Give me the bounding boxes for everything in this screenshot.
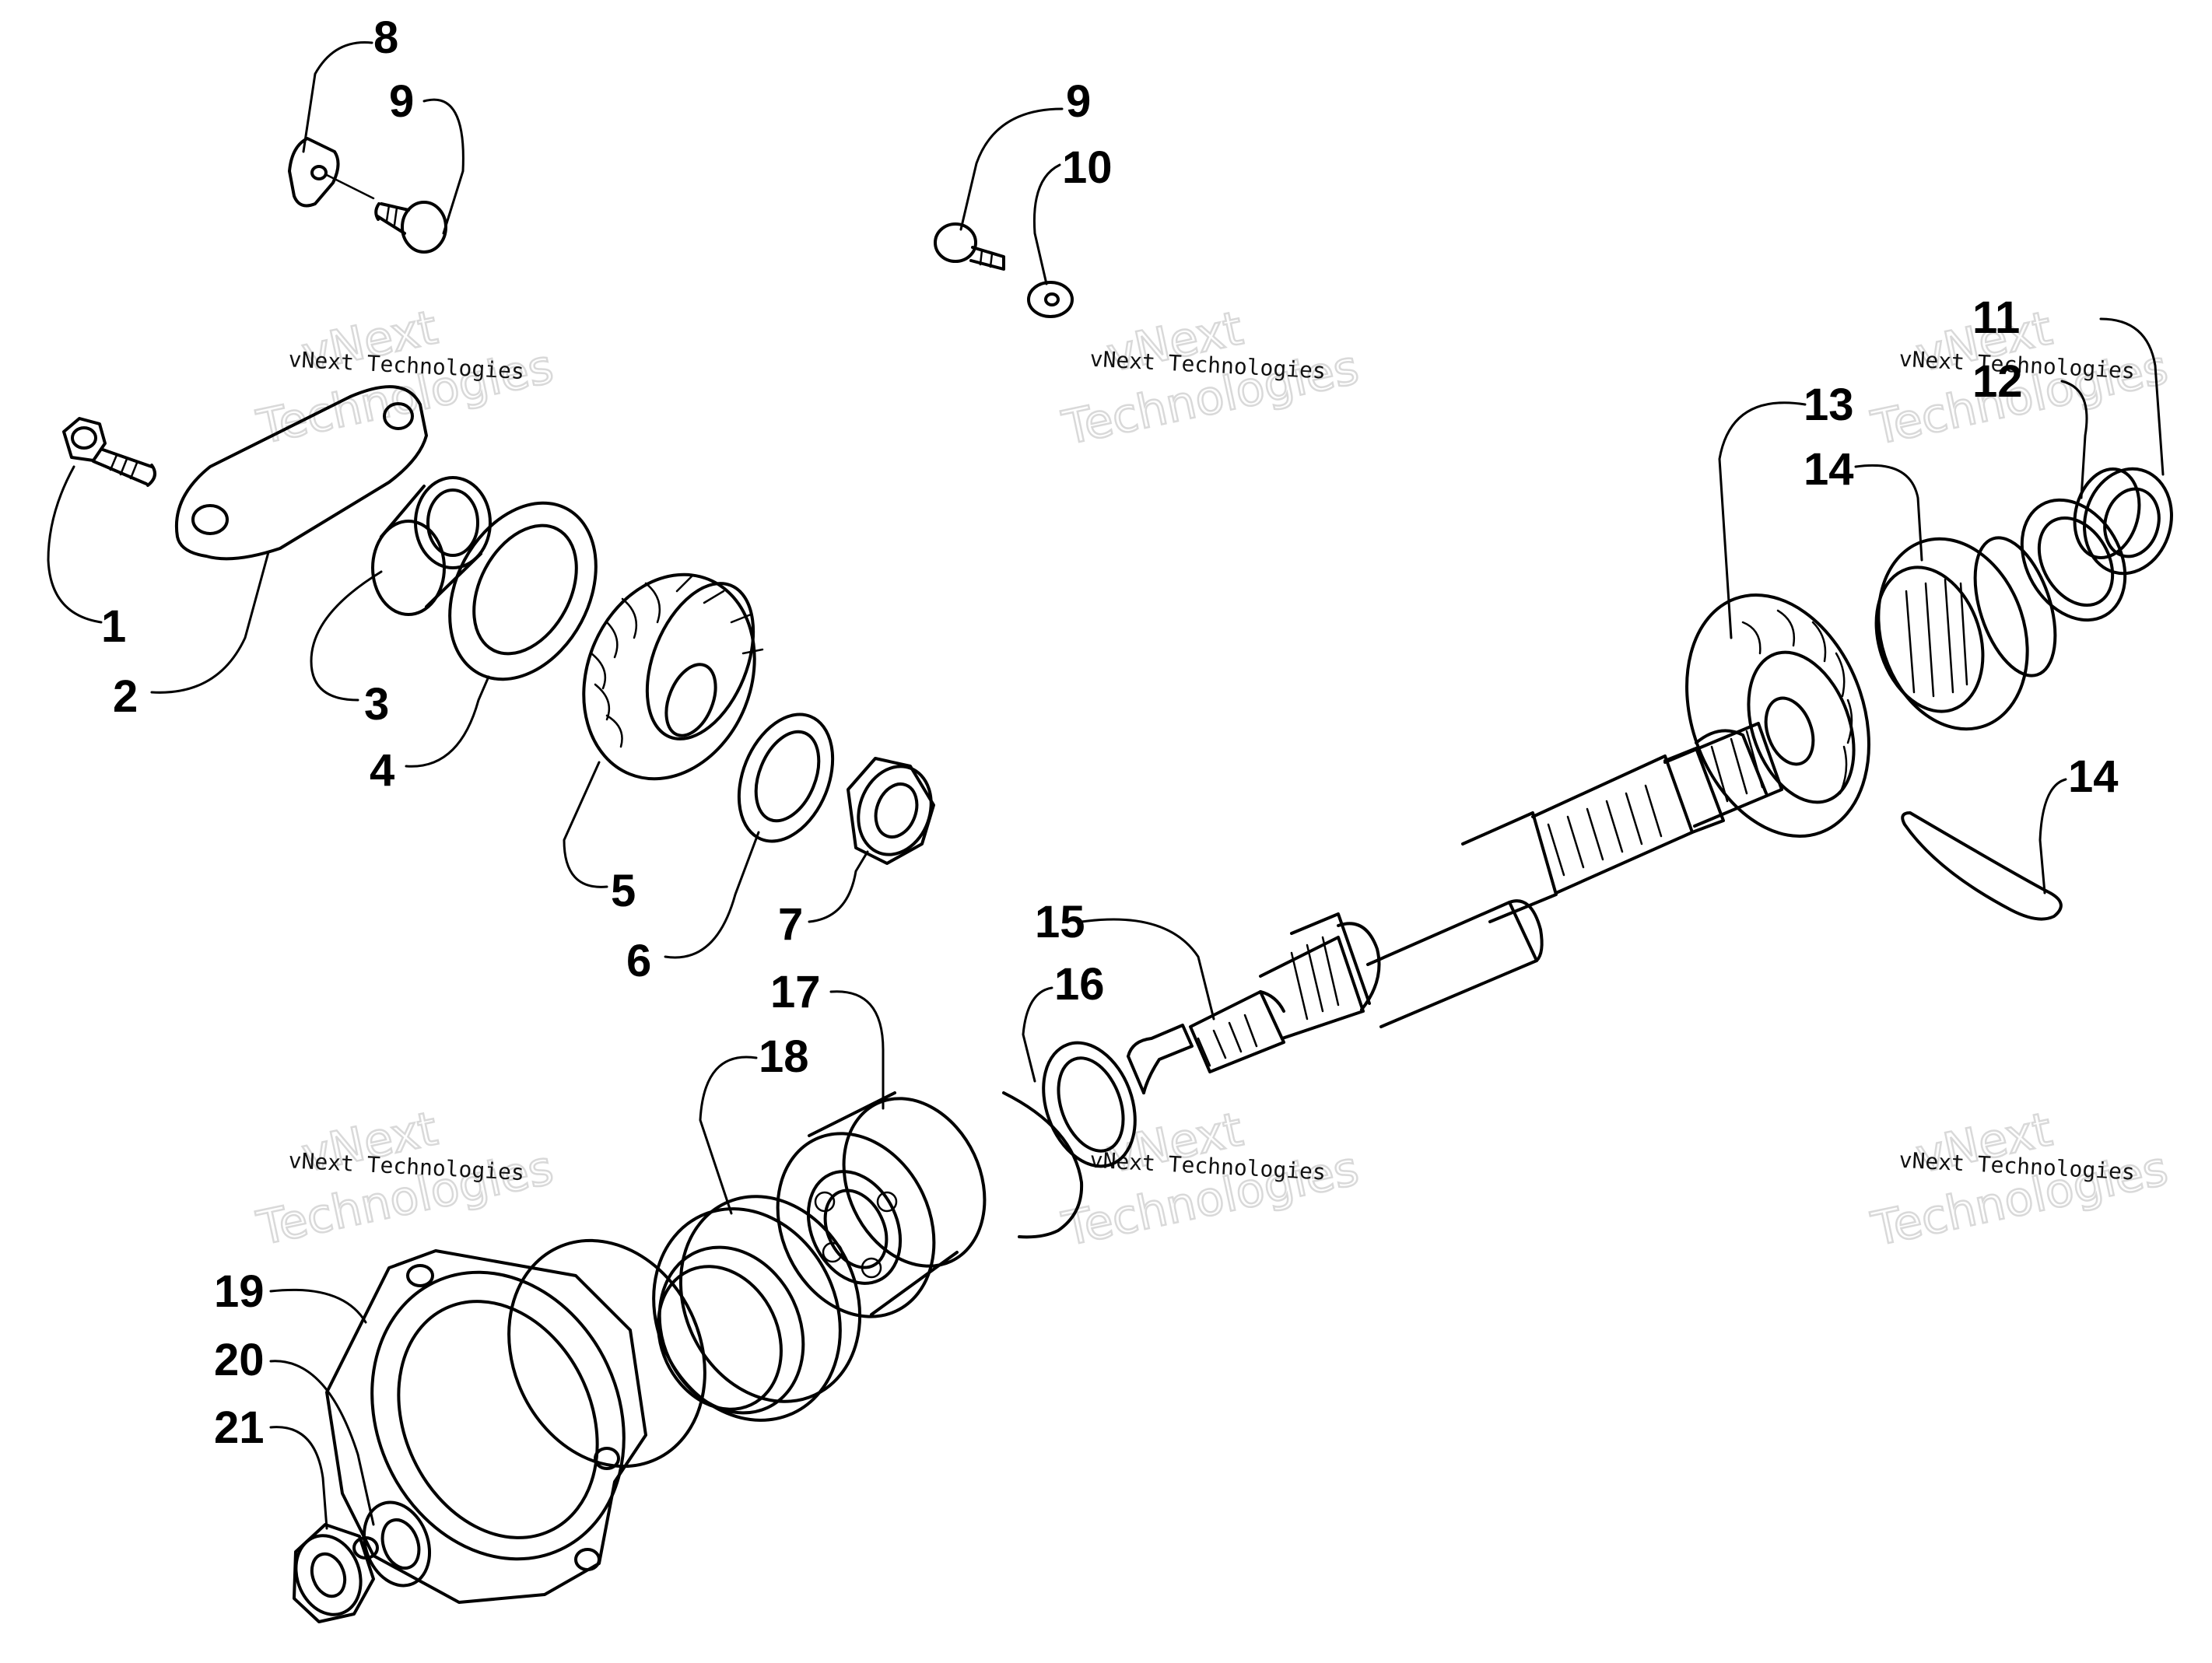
leader-16 — [1080, 918, 1215, 1021]
callout-22: 21 — [214, 1402, 265, 1453]
leader-22 — [269, 1426, 328, 1530]
callout-9-right: 9 — [1066, 76, 1091, 127]
leader-7 — [808, 850, 869, 923]
callout-11: 11 — [1972, 292, 2020, 343]
part-18-bearing — [776, 1091, 987, 1318]
callout-labels: 8 9 9 10 11 12 13 14 1 2 3 4 14 5 7 15 6… — [101, 12, 2119, 1453]
callout-7: 7 — [778, 899, 803, 950]
part-9-screw-right — [934, 222, 1005, 271]
callout-14: 14 — [1804, 444, 1854, 495]
callout-1: 1 — [101, 601, 126, 652]
leader-12 — [2060, 380, 2088, 499]
callout-19: 18 — [759, 1031, 809, 1082]
part-20-housing — [325, 1238, 706, 1604]
callout-10: 10 — [1062, 142, 1113, 193]
leader-3 — [310, 570, 383, 702]
leader-lines — [47, 41, 2165, 1530]
leader-1 — [47, 465, 103, 624]
callout-13: 13 — [1804, 380, 1854, 430]
part-14-splined-hub — [1874, 536, 2057, 731]
leader-11 — [2099, 317, 2165, 476]
watermark-bottom-center: vNext Technologies vNext Technologies — [1057, 1101, 1364, 1258]
leader-17 — [1022, 986, 1053, 1083]
leader-10 — [1032, 163, 1061, 285]
callout-15: 14 — [2068, 751, 2119, 802]
leader-15 — [2038, 778, 2067, 895]
part-10-washer — [1027, 281, 1074, 318]
leader-13 — [1718, 401, 1807, 639]
callout-3: 3 — [364, 679, 389, 730]
part-15-snap-ring — [1901, 811, 2063, 921]
watermark-bottom-left: vNext Technologies vNext Technologies — [251, 1101, 559, 1257]
callout-9-left: 9 — [389, 76, 414, 127]
watermark-top-center: vNext Technologies vNext Technologies — [1057, 300, 1364, 457]
leader-4 — [405, 675, 490, 768]
part-9-screw-left — [374, 201, 447, 254]
leader-18 — [829, 990, 885, 1110]
callout-8: 8 — [373, 12, 398, 63]
callout-17: 16 — [1054, 959, 1105, 1010]
callout-2: 2 — [113, 671, 138, 722]
part-16-shaft — [1127, 722, 1783, 1094]
watermark-top-left: vNext Technologies vNext Technologies — [251, 299, 559, 456]
part-7-nut — [847, 757, 935, 865]
leader-8 — [302, 41, 373, 153]
part-21-washer — [362, 1500, 432, 1588]
callout-20: 19 — [214, 1266, 265, 1317]
callout-18: 17 — [770, 967, 821, 1017]
callout-21: 20 — [214, 1335, 265, 1385]
part-4-thrust-washer — [448, 501, 598, 681]
callout-5: 5 — [611, 866, 636, 916]
callout-16: 15 — [1035, 897, 1085, 947]
part-3-bushing — [371, 476, 492, 616]
callout-4: 4 — [370, 745, 394, 796]
part-17-snap-ring — [1002, 1041, 1137, 1239]
part-11-seal — [2073, 467, 2173, 576]
leader-21 — [269, 1360, 375, 1526]
callout-6: 6 — [626, 936, 651, 986]
part-5-bevel-gear — [582, 572, 764, 781]
leader-9-right — [959, 107, 1064, 231]
leader-20 — [269, 1288, 367, 1324]
part-22-nut — [293, 1523, 375, 1623]
leader-19 — [699, 1056, 758, 1215]
leader-14 — [1854, 464, 1923, 562]
part-6-washer — [737, 712, 835, 843]
callout-12: 12 — [1972, 356, 2023, 407]
leader-5 — [563, 761, 608, 888]
leader-6 — [664, 831, 760, 959]
part-13-bevel-gear — [1685, 593, 1870, 838]
leader-9-left — [422, 98, 464, 235]
part-1-bolt — [62, 417, 156, 487]
part-12-washer — [2020, 498, 2127, 622]
leader-2 — [150, 551, 270, 694]
watermark-bottom-right: vNext Technologies vNext Technologies — [1866, 1101, 2173, 1258]
part-19-seal — [652, 1195, 862, 1422]
part-2-cover-plate — [175, 385, 428, 561]
part-8-clip — [288, 137, 375, 208]
